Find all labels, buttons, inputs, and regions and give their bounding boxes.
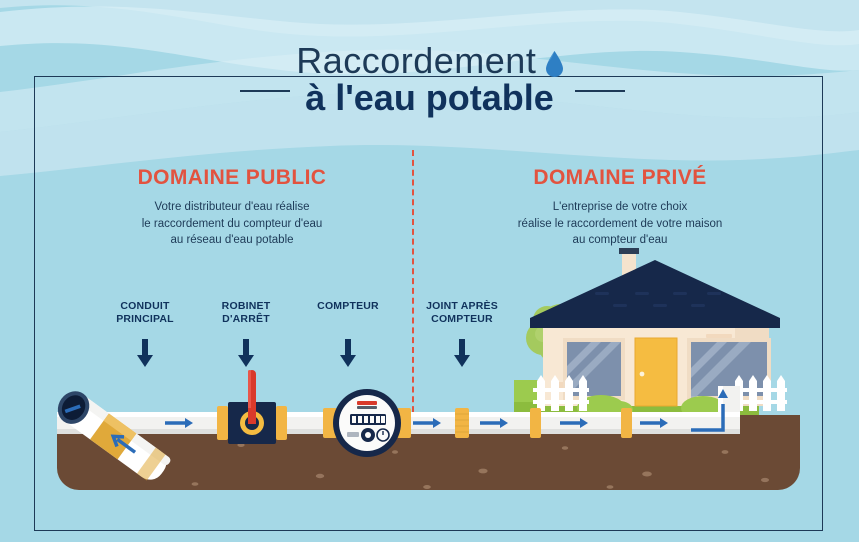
conduit-principal-illustration	[57, 391, 171, 481]
title-rule-right	[575, 90, 625, 92]
section-prive-heading: DOMAINE PRIVÉ	[533, 166, 707, 189]
down-arrow-icon	[137, 339, 153, 368]
compteur-illustration	[323, 389, 411, 457]
door-knob-icon	[639, 371, 645, 377]
section-domaine-public: DOMAINE PUBLIC Votre distributeur d'eau …	[72, 166, 392, 249]
section-domaine-prive: DOMAINE PRIVÉ L'entreprise de votre choi…	[460, 166, 780, 249]
section-prive-desc-line2: réalise le raccordement de votre maison	[517, 217, 723, 230]
part-conduit-label-line1: CONDUIT	[120, 300, 170, 312]
part-robinet-label-line1: ROBINET	[221, 300, 271, 312]
meter-top-marker	[357, 401, 377, 405]
conduit-flow-arrow-in	[110, 434, 137, 454]
section-public-desc-line1: Votre distributeur d'eau réalise	[154, 201, 310, 213]
part-conduit-label-line2: PRINCIPAL	[116, 313, 174, 326]
conduit-band-2	[136, 447, 166, 481]
valve-flange-right	[276, 406, 287, 440]
part-label-joint-apres-compteur: JOINT APRÈS COMPTEUR	[402, 300, 522, 372]
flow-arrow	[640, 418, 668, 428]
robinet-darret-illustration	[217, 370, 287, 444]
meter-digits	[352, 416, 385, 423]
flow-arrow	[165, 418, 193, 428]
part-joint-label-line1: JOINT APRÈS	[426, 300, 498, 312]
scene-illustration	[57, 248, 800, 490]
joint-apres-compteur-illustration	[455, 408, 469, 438]
house-chimney-cap	[619, 248, 639, 254]
roof-shingles	[595, 292, 721, 307]
house-door	[634, 337, 678, 407]
part-label-conduit-principal: CONDUIT PRINCIPAL	[85, 300, 205, 372]
page-title-line2: à l'eau potable	[305, 76, 554, 118]
down-arrow-icon	[454, 339, 470, 368]
meter-label-strip	[347, 432, 359, 437]
title-block: Raccordement à l'eau potable	[0, 42, 859, 117]
part-compteur-label-line1: COMPTEUR	[317, 300, 379, 312]
water-drop-icon	[545, 51, 563, 77]
flow-arrow	[413, 418, 441, 428]
section-public-desc-line3: au réseau d'eau potable	[170, 234, 294, 247]
domain-divider-dashed-line	[412, 150, 414, 422]
down-arrow-icon	[340, 339, 356, 368]
section-public-heading: DOMAINE PUBLIC	[137, 166, 327, 189]
pipe-joints-private	[530, 408, 632, 438]
house-fence-left	[533, 375, 589, 411]
section-prive-desc-line3: au compteur d'eau	[572, 234, 668, 247]
meter-flange-left	[323, 408, 337, 438]
flow-arrow	[560, 418, 588, 428]
house-illustration	[530, 248, 787, 421]
part-robinet-label-line2: D'ARRÊT	[222, 313, 270, 326]
section-public-desc-line2: le raccordement du compteur d'eau	[141, 217, 323, 230]
meter-dial-small	[376, 428, 390, 442]
flow-arrow	[480, 418, 508, 428]
page-title-line1: Raccordement	[296, 40, 537, 81]
flow-arrow-riser	[691, 389, 728, 432]
conduit-band-highlight	[103, 413, 137, 441]
valve-flange-left	[217, 406, 228, 440]
part-label-compteur: COMPTEUR	[288, 300, 408, 372]
house-roof	[530, 260, 780, 328]
down-arrow-icon	[238, 339, 254, 368]
part-label-robinet-darret: ROBINET D'ARRÊT	[186, 300, 306, 372]
section-prive-desc-line1: L'entreprise de votre choix	[552, 201, 688, 213]
meter-flange-right	[397, 408, 411, 438]
part-joint-label-line2: COMPTEUR	[431, 313, 493, 326]
title-rule-left	[240, 90, 290, 92]
